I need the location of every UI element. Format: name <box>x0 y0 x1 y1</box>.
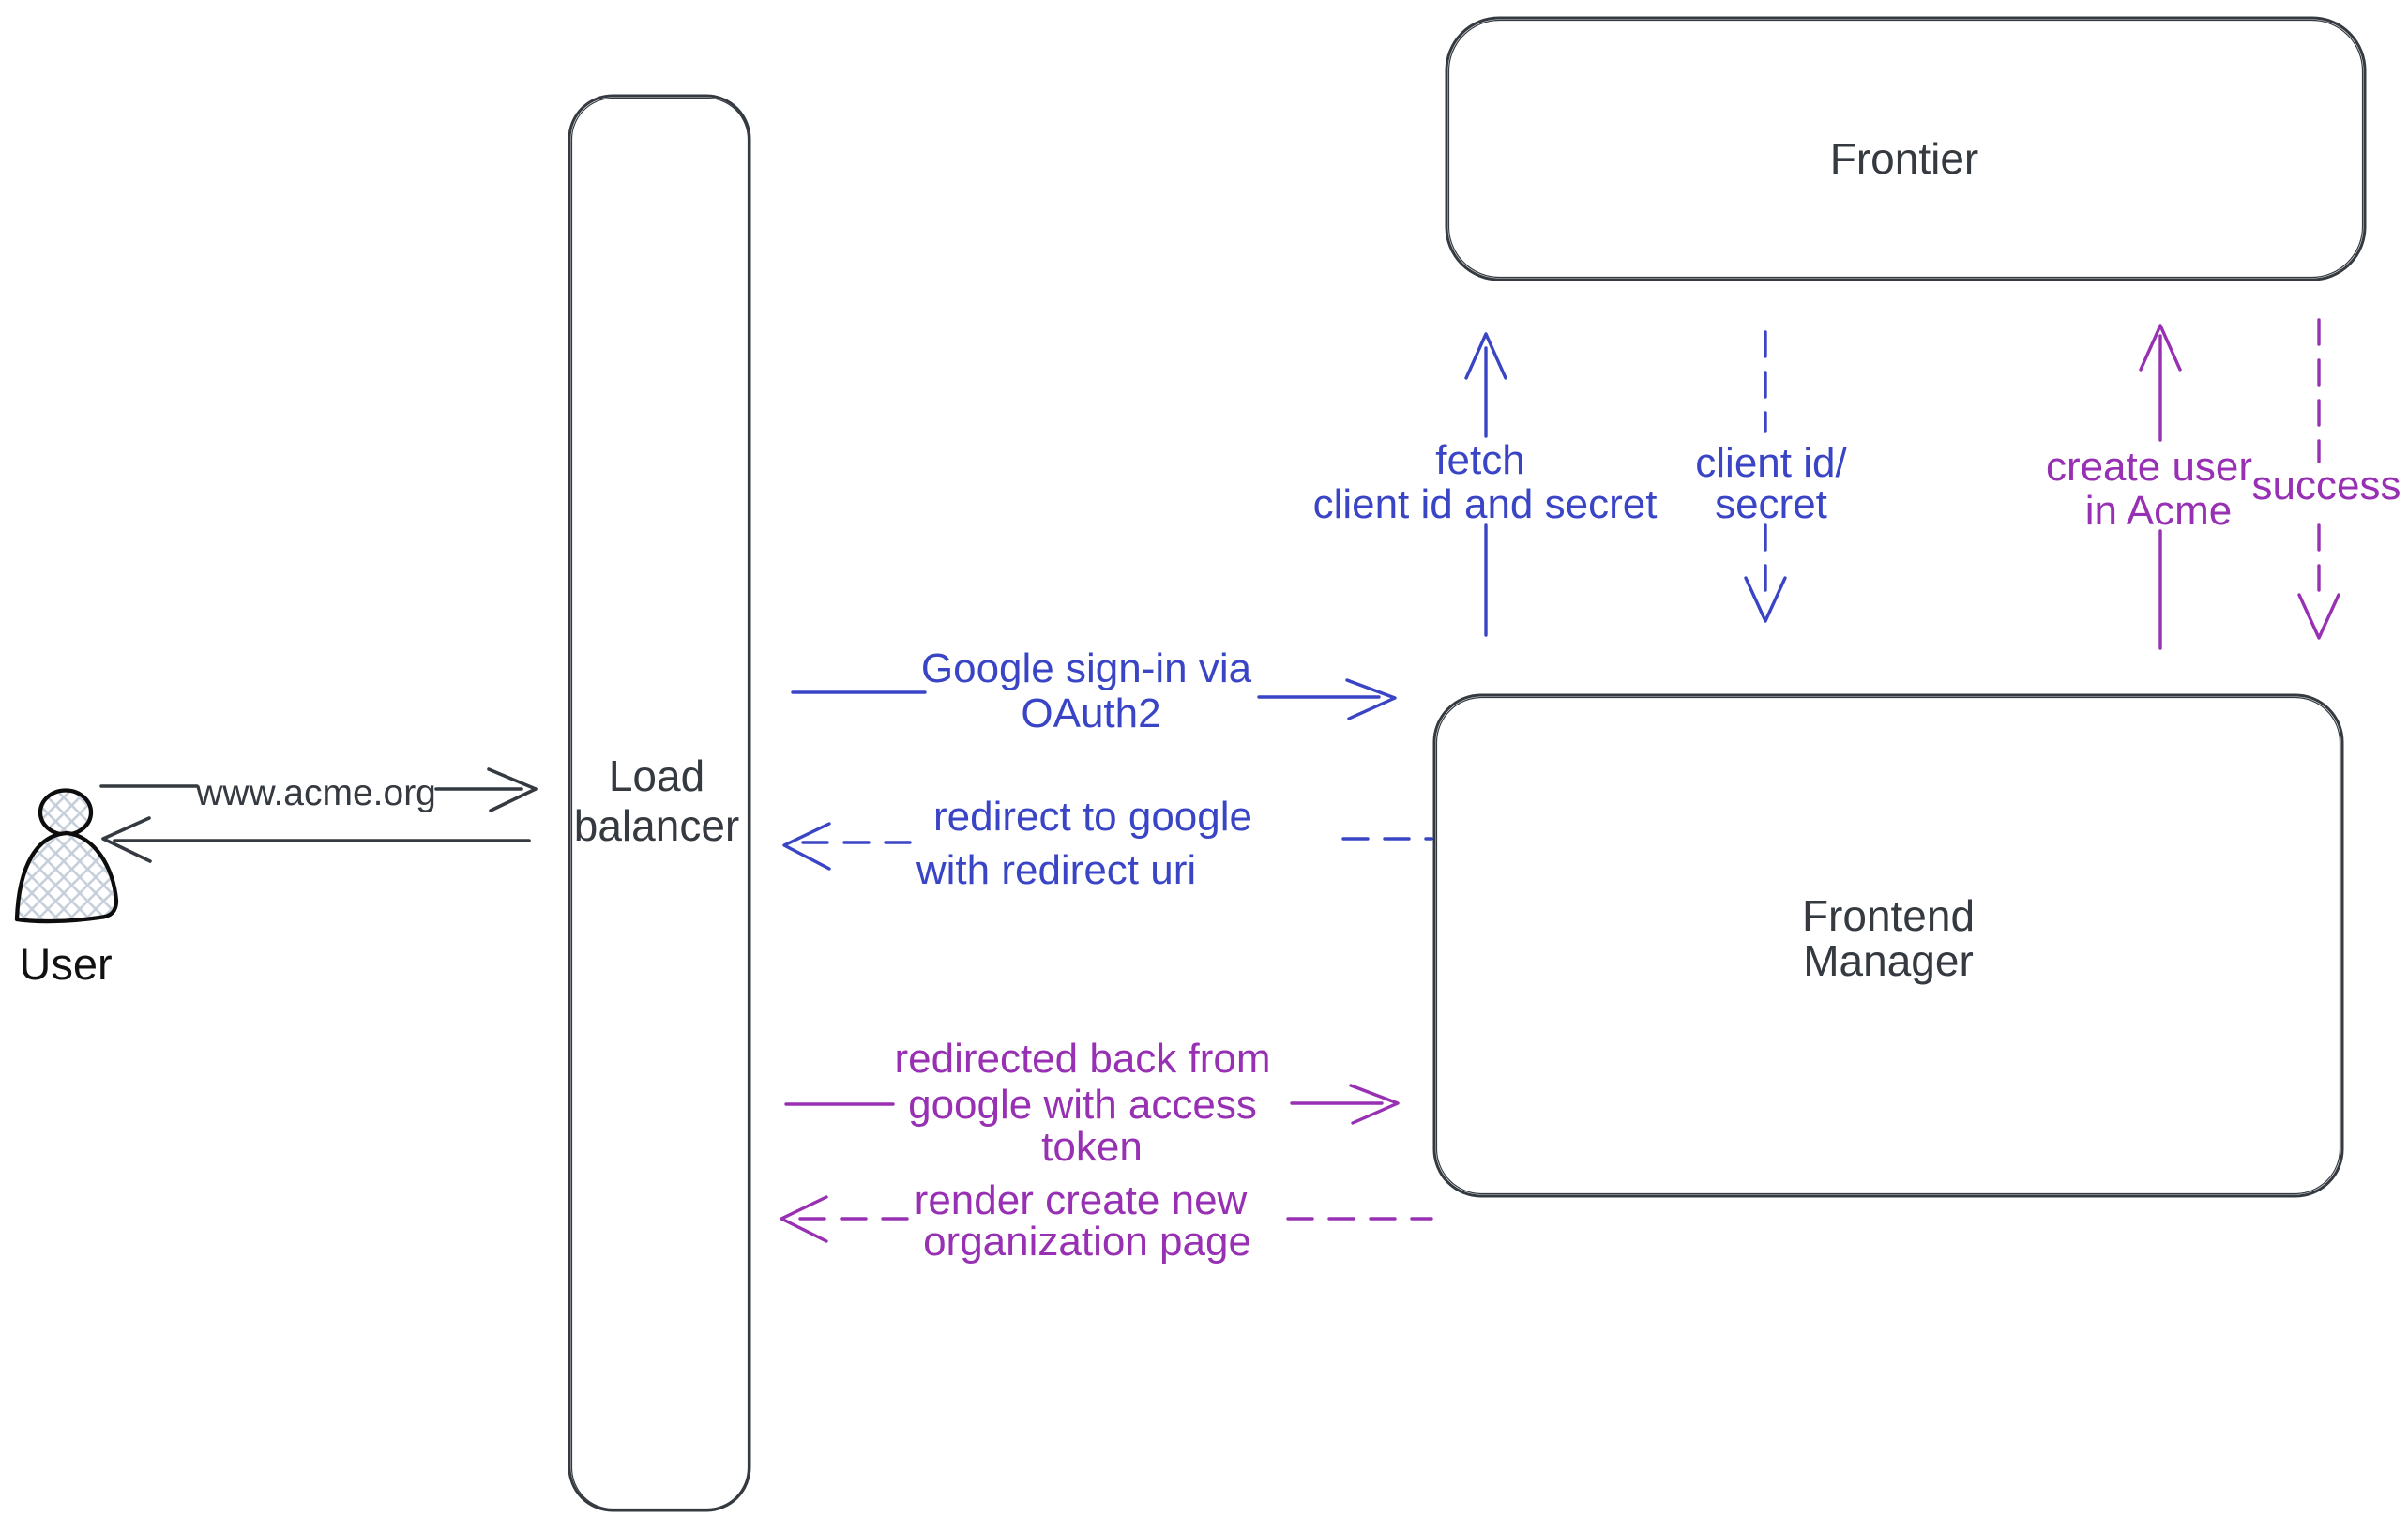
svg-text:redirected back from: redirected back from <box>894 1036 1270 1082</box>
svg-text:create user: create user <box>2046 444 2252 490</box>
svg-text:token: token <box>1041 1124 1143 1170</box>
svg-text:Load: Load <box>609 751 704 800</box>
svg-text:Manager: Manager <box>1803 936 1974 985</box>
svg-text:Frontend: Frontend <box>1802 891 1975 940</box>
svg-text:google with access: google with access <box>908 1082 1257 1128</box>
svg-text:organization page: organization page <box>923 1219 1251 1265</box>
svg-text:redirect to google: redirect to google <box>933 794 1252 840</box>
svg-text:Google sign-in via: Google sign-in via <box>921 645 1252 691</box>
svg-text:User: User <box>19 939 112 989</box>
svg-text:client id/: client id/ <box>1695 440 1847 486</box>
svg-text:with redirect uri: with redirect uri <box>916 847 1196 893</box>
svg-text:secret: secret <box>1715 481 1827 527</box>
svg-text:www.acme.org: www.acme.org <box>195 773 436 813</box>
svg-text:in Acme: in Acme <box>2085 488 2233 534</box>
svg-text:client id and secret: client id and secret <box>1313 481 1658 527</box>
svg-text:success: success <box>2252 463 2401 508</box>
svg-text:balancer: balancer <box>574 801 739 850</box>
svg-text:Frontier: Frontier <box>1830 134 1978 183</box>
svg-text:OAuth2: OAuth2 <box>1021 690 1160 736</box>
svg-text:render create new: render create new <box>915 1177 1248 1223</box>
svg-text:fetch: fetch <box>1435 437 1524 483</box>
